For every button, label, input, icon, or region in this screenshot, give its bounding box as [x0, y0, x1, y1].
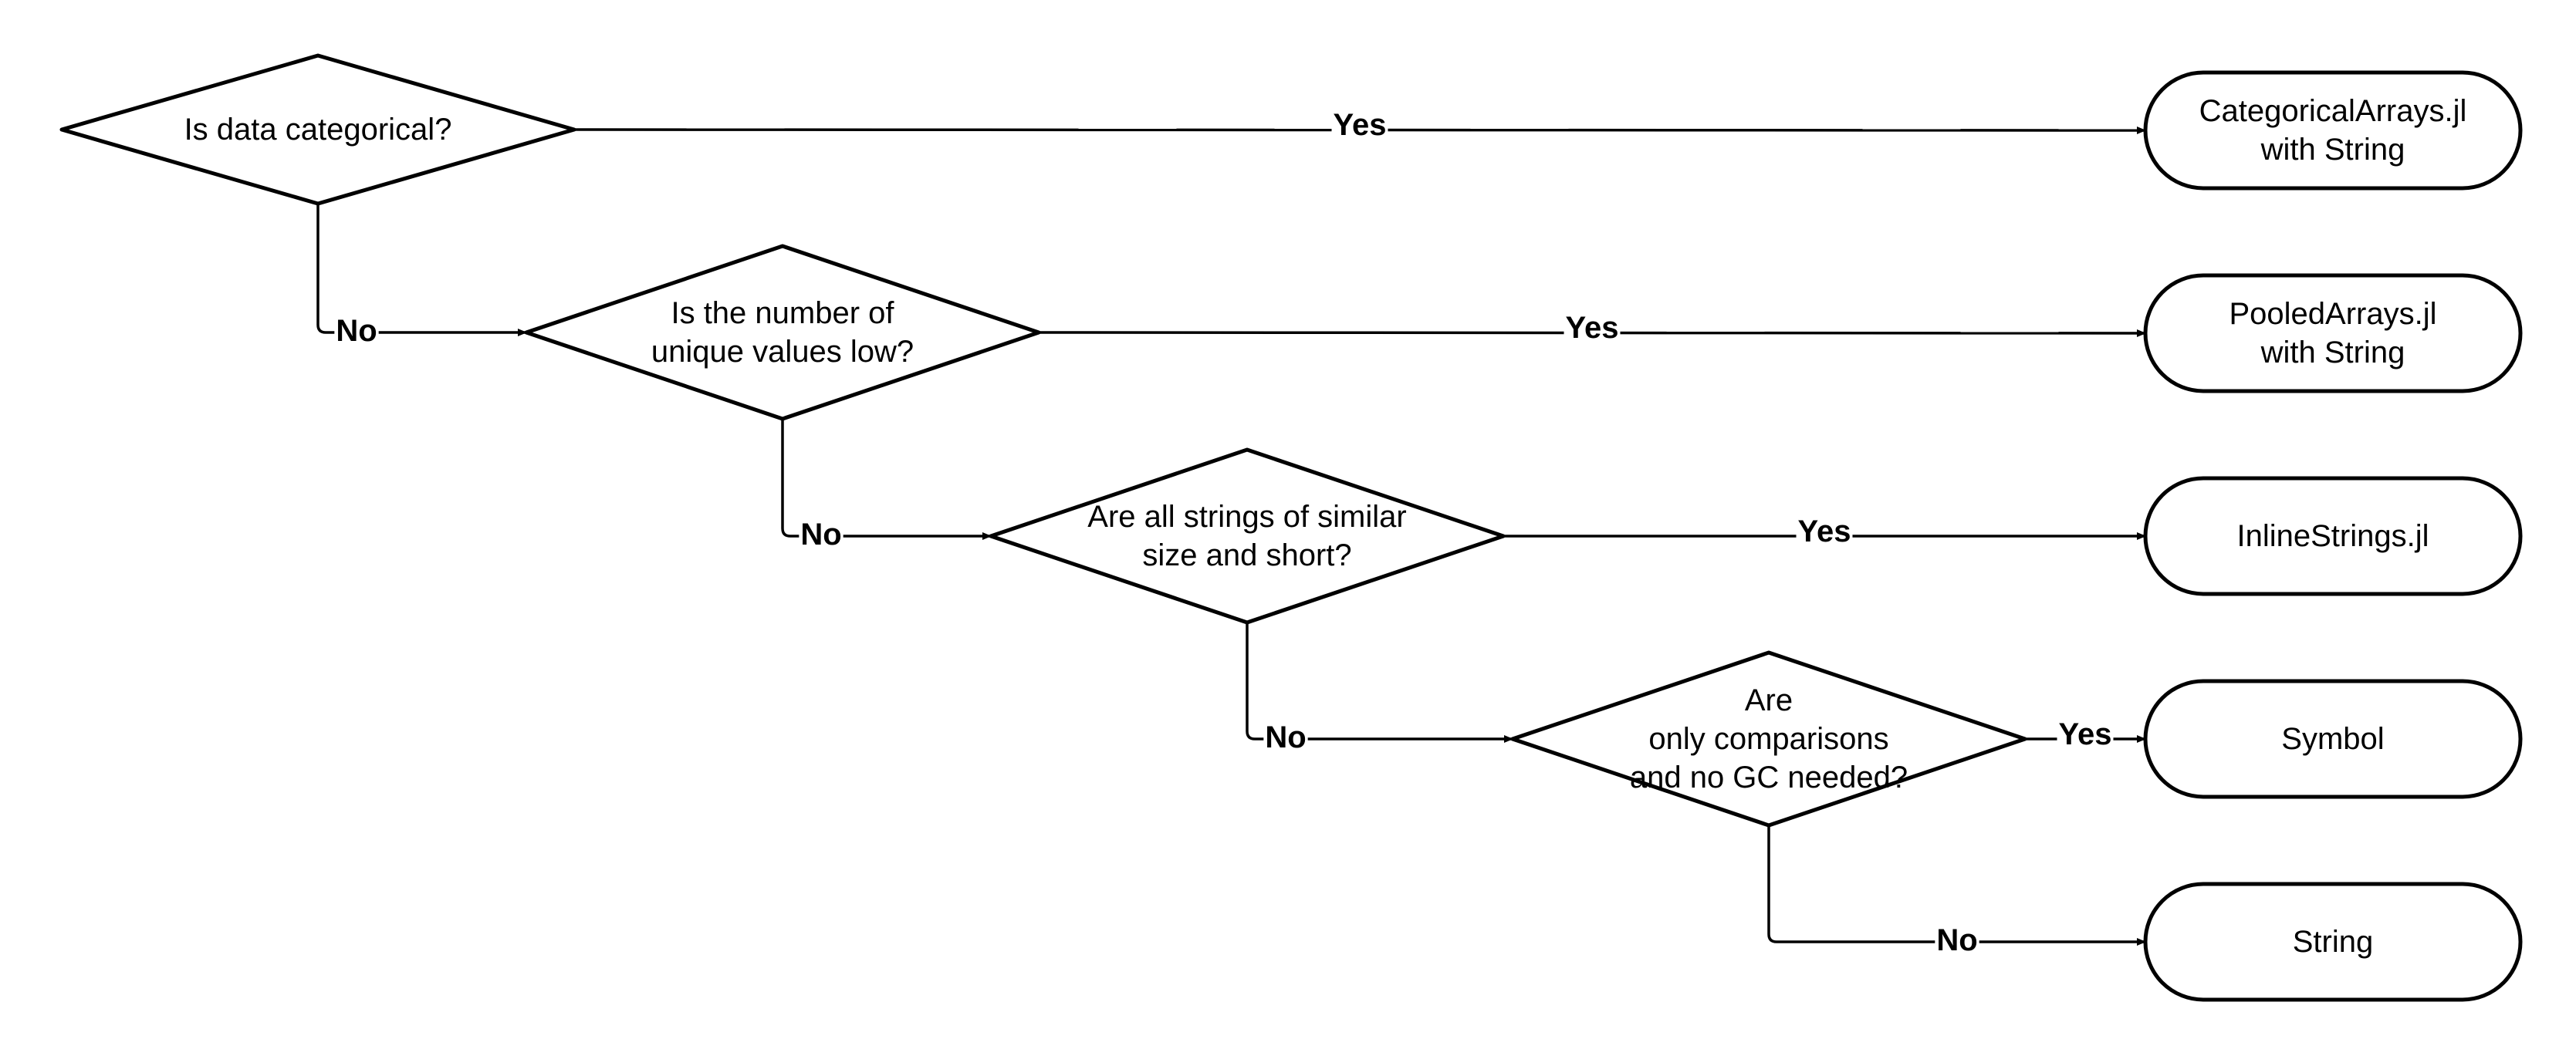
decision-q4-text: Are — [1745, 683, 1793, 717]
edge-q1-q2 — [316, 204, 527, 336]
outcome-o4: Symbol — [2143, 679, 2523, 799]
edge-q4-o5 — [1767, 825, 2146, 946]
edge-label-q2-o2: Yes — [1564, 311, 1621, 345]
outcome-o3: InlineStrings.jl — [2143, 476, 2523, 596]
decision-q2-text: unique values low? — [651, 335, 914, 369]
edge-label-background — [2057, 719, 2114, 750]
decision-q1: Is data categorical? — [59, 53, 576, 206]
edge-label-text: Yes — [1334, 108, 1387, 142]
decision-diamond — [524, 244, 1041, 421]
edge-label-q2-q3: No — [799, 518, 843, 552]
edge-label-background — [1263, 722, 1308, 753]
outcome-terminal — [2143, 679, 2523, 799]
outcome-terminal — [2143, 70, 2523, 191]
outcome-o5: String — [2143, 882, 2523, 1002]
edge-label-text: No — [336, 314, 377, 348]
decision-diamond — [989, 447, 1506, 625]
edge-label-text: No — [1936, 923, 1977, 957]
edge-label-text: No — [1265, 720, 1306, 754]
decision-diamond — [59, 53, 576, 206]
edge-label-background — [1935, 925, 1979, 956]
outcome-o1-text: CategoricalArrays.jl — [2199, 94, 2467, 128]
decision-q3-text: size and short? — [1142, 538, 1351, 572]
outcome-o5-text: String — [2293, 925, 2374, 959]
nodes-layer: Is data categorical? Is the number of uniq… — [59, 53, 2523, 1002]
decision-q2: Is the number of unique values low? — [524, 244, 1041, 421]
edge-label-q3-o3: Yes — [1796, 515, 1853, 548]
edge-label-background — [1564, 312, 1621, 343]
outcome-o4-text: Symbol — [2281, 722, 2384, 756]
outcome-o2-text: with String — [2260, 336, 2405, 369]
edge-label-text: No — [800, 518, 841, 552]
edge-label-text: Yes — [1566, 311, 1619, 345]
outcome-o2: PooledArrays.jl with String — [2143, 273, 2523, 393]
decision-q3-text: Are all strings of similar — [1087, 500, 1406, 534]
edge-label-background — [1331, 110, 1388, 140]
outcome-o1-text: with String — [2260, 133, 2405, 167]
edge-label-background — [799, 519, 843, 550]
decision-q4-text: and no GC needed? — [1630, 761, 1908, 795]
outcome-terminal — [2143, 476, 2523, 596]
edge-label-q1-q2: No — [334, 314, 379, 348]
decision-diamond — [1510, 650, 2027, 828]
outcome-o1: CategoricalArrays.jl with String — [2143, 70, 2523, 191]
decision-q2-text: Is the number of — [671, 296, 894, 330]
edge-label-text: Yes — [1798, 515, 1851, 548]
edge-q2-q3 — [781, 419, 992, 540]
edge-label-q4-o4: Yes — [2057, 717, 2114, 751]
decision-q4: Are only comparisons and no GC needed? — [1510, 650, 2027, 828]
decision-q3: Are all strings of similar size and short… — [989, 447, 1506, 625]
edge-label-q1-o1: Yes — [1331, 108, 1388, 142]
edge-label-text: Yes — [2059, 717, 2112, 751]
decision-q1-text: Is data categorical? — [184, 113, 452, 147]
edge-label-background — [1796, 516, 1853, 547]
outcome-terminal — [2143, 882, 2523, 1002]
edge-label-q4-o5: No — [1935, 923, 1979, 957]
outcome-terminal — [2143, 273, 2523, 393]
edge-label-background — [334, 315, 379, 346]
outcome-o2-text: PooledArrays.jl — [2229, 297, 2436, 331]
decision-q4-text: only comparisons — [1648, 722, 1888, 756]
edge-label-q3-q4: No — [1263, 720, 1308, 754]
edge-q3-q4 — [1246, 622, 1513, 743]
outcome-o3-text: InlineStrings.jl — [2236, 519, 2429, 553]
